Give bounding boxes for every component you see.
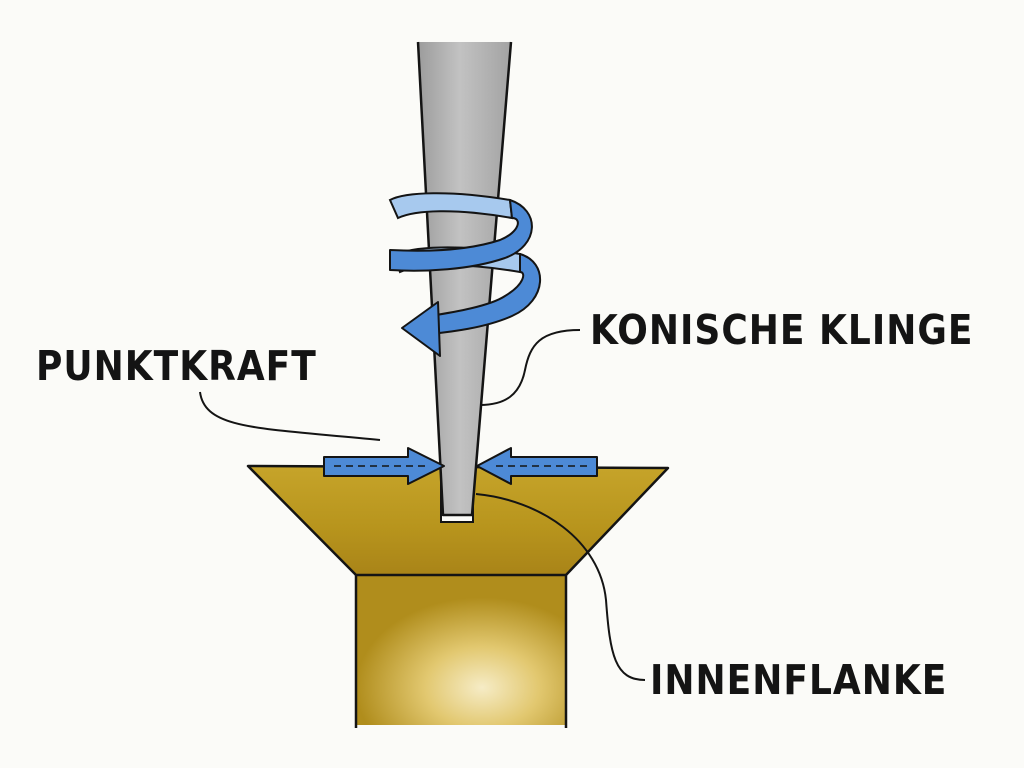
- label-punktkraft: PUNKTKRAFT: [36, 343, 317, 391]
- force-arrow-left-icon: [476, 447, 598, 485]
- spiral-rotation-arrow-icon: [388, 192, 542, 357]
- leader-line-innenflanke: [475, 493, 646, 681]
- screw-shank: [354, 575, 568, 728]
- conical-blade: [416, 41, 513, 517]
- force-arrow-right-icon: [323, 447, 445, 485]
- label-konische-klinge: KONISCHE KLINGE: [590, 307, 974, 355]
- leader-line-punktkraft: [199, 391, 381, 441]
- label-innenflanke: INNENFLANKE: [650, 657, 948, 705]
- leader-line-konische-klinge: [479, 329, 581, 406]
